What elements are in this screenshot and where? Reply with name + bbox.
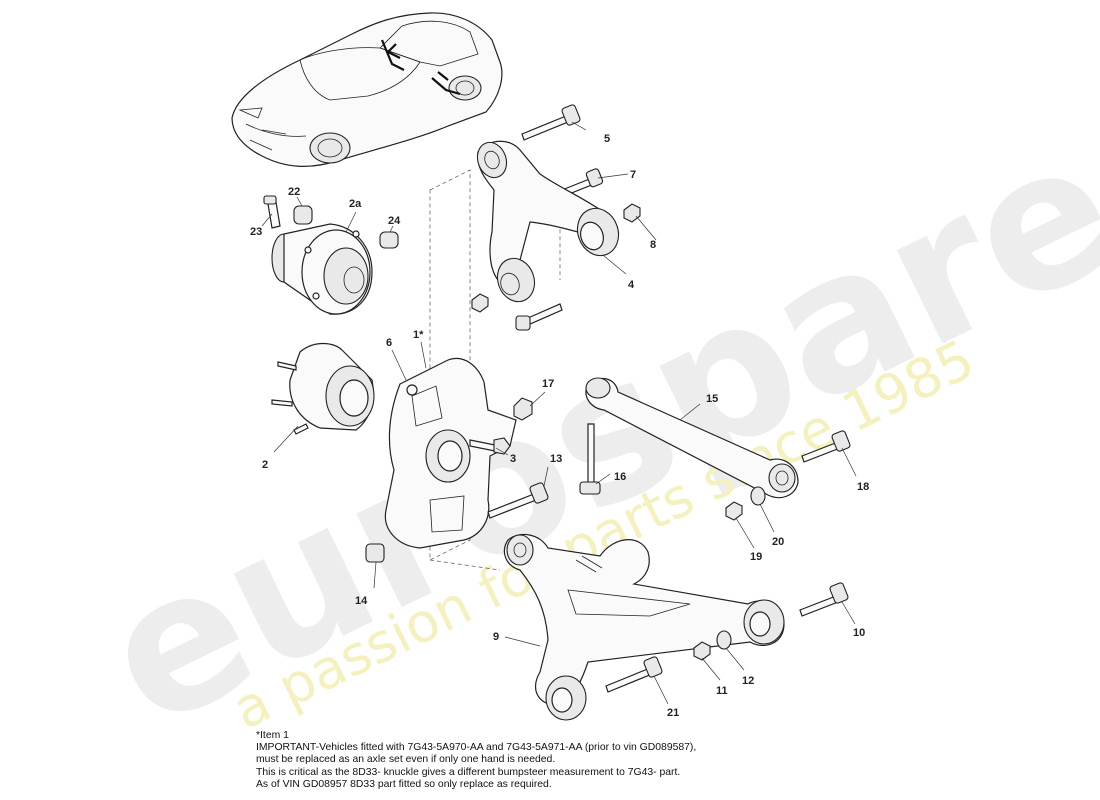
part-2-hub-bearing (271, 342, 375, 435)
callout-8: 8 (650, 239, 656, 251)
note-important: IMPORTANT-Vehicles fitted with 7G43-5A97… (256, 742, 697, 754)
callout-4: 4 (628, 279, 635, 291)
callout-1: 1* (413, 329, 424, 341)
callout-2: 2 (262, 459, 268, 471)
callout-17: 17 (542, 378, 554, 390)
callout-16: 16 (614, 471, 626, 483)
part-8-nut (623, 203, 641, 223)
note-vin: As of VIN GD08957 8D33 part fitted so on… (256, 778, 552, 790)
callout-22: 22 (288, 186, 300, 198)
part-16-bolt (579, 423, 601, 495)
callout-9: 9 (493, 631, 499, 643)
callout-3: 3 (510, 453, 516, 465)
callout-24: 24 (388, 215, 401, 227)
callout-21: 21 (667, 707, 679, 719)
callout-13: 13 (550, 453, 562, 465)
part-24-sleeve (379, 231, 399, 249)
part-10-bolt (799, 582, 849, 617)
callout-10: 10 (853, 627, 865, 639)
part-20-washer (750, 486, 766, 506)
part-2a-hub (271, 223, 373, 315)
callout-20: 20 (772, 536, 784, 548)
part-5-bolt (521, 104, 581, 141)
note-item-1: *Item 1 (256, 730, 289, 741)
part-11-nut (693, 641, 711, 661)
callout-18: 18 (857, 481, 869, 493)
part-22-sleeve (293, 205, 313, 225)
important-notes: *Item 1 IMPORTANT-Vehicles fitted with 7… (256, 730, 856, 791)
upper-arm-nut (471, 293, 489, 313)
callout-numbers: 5 7 8 4 22 2a 23 24 1* 6 2 3 17 15 16 13… (250, 133, 869, 719)
part-9-lower-wishbone (503, 533, 785, 721)
callout-7: 7 (630, 169, 636, 181)
part-3-bolt (469, 437, 511, 455)
part-14-nut (365, 543, 385, 563)
part-21-bolt (605, 656, 663, 693)
part-17-nut (513, 397, 533, 421)
callout-19: 19 (750, 551, 762, 563)
part-1-knuckle (384, 357, 517, 549)
note-axle-set: must be replaced as an axle set even if … (256, 754, 556, 766)
note-bumpsteer: This is critical as the 8D33- knuckle gi… (256, 766, 681, 778)
callout-23: 23 (250, 226, 262, 238)
callout-12: 12 (742, 675, 754, 687)
callout-15: 15 (706, 393, 718, 405)
car-illustration (231, 12, 503, 167)
callout-2a: 2a (349, 198, 362, 210)
part-23-stud (263, 195, 281, 229)
callout-11: 11 (716, 685, 728, 697)
leader-lines (261, 121, 857, 705)
part-18-bolt (801, 430, 851, 463)
part-15-toe-link (585, 377, 799, 499)
callout-5: 5 (604, 133, 610, 145)
upper-arm-bolt (515, 303, 563, 331)
upper-wishbone (476, 140, 620, 303)
part-4-bush (576, 207, 620, 257)
part-13-bolt (487, 482, 549, 519)
callout-6: 6 (386, 337, 392, 349)
part-12-washer (716, 630, 732, 650)
part-19-nut (725, 501, 743, 521)
callout-14: 14 (355, 595, 368, 607)
